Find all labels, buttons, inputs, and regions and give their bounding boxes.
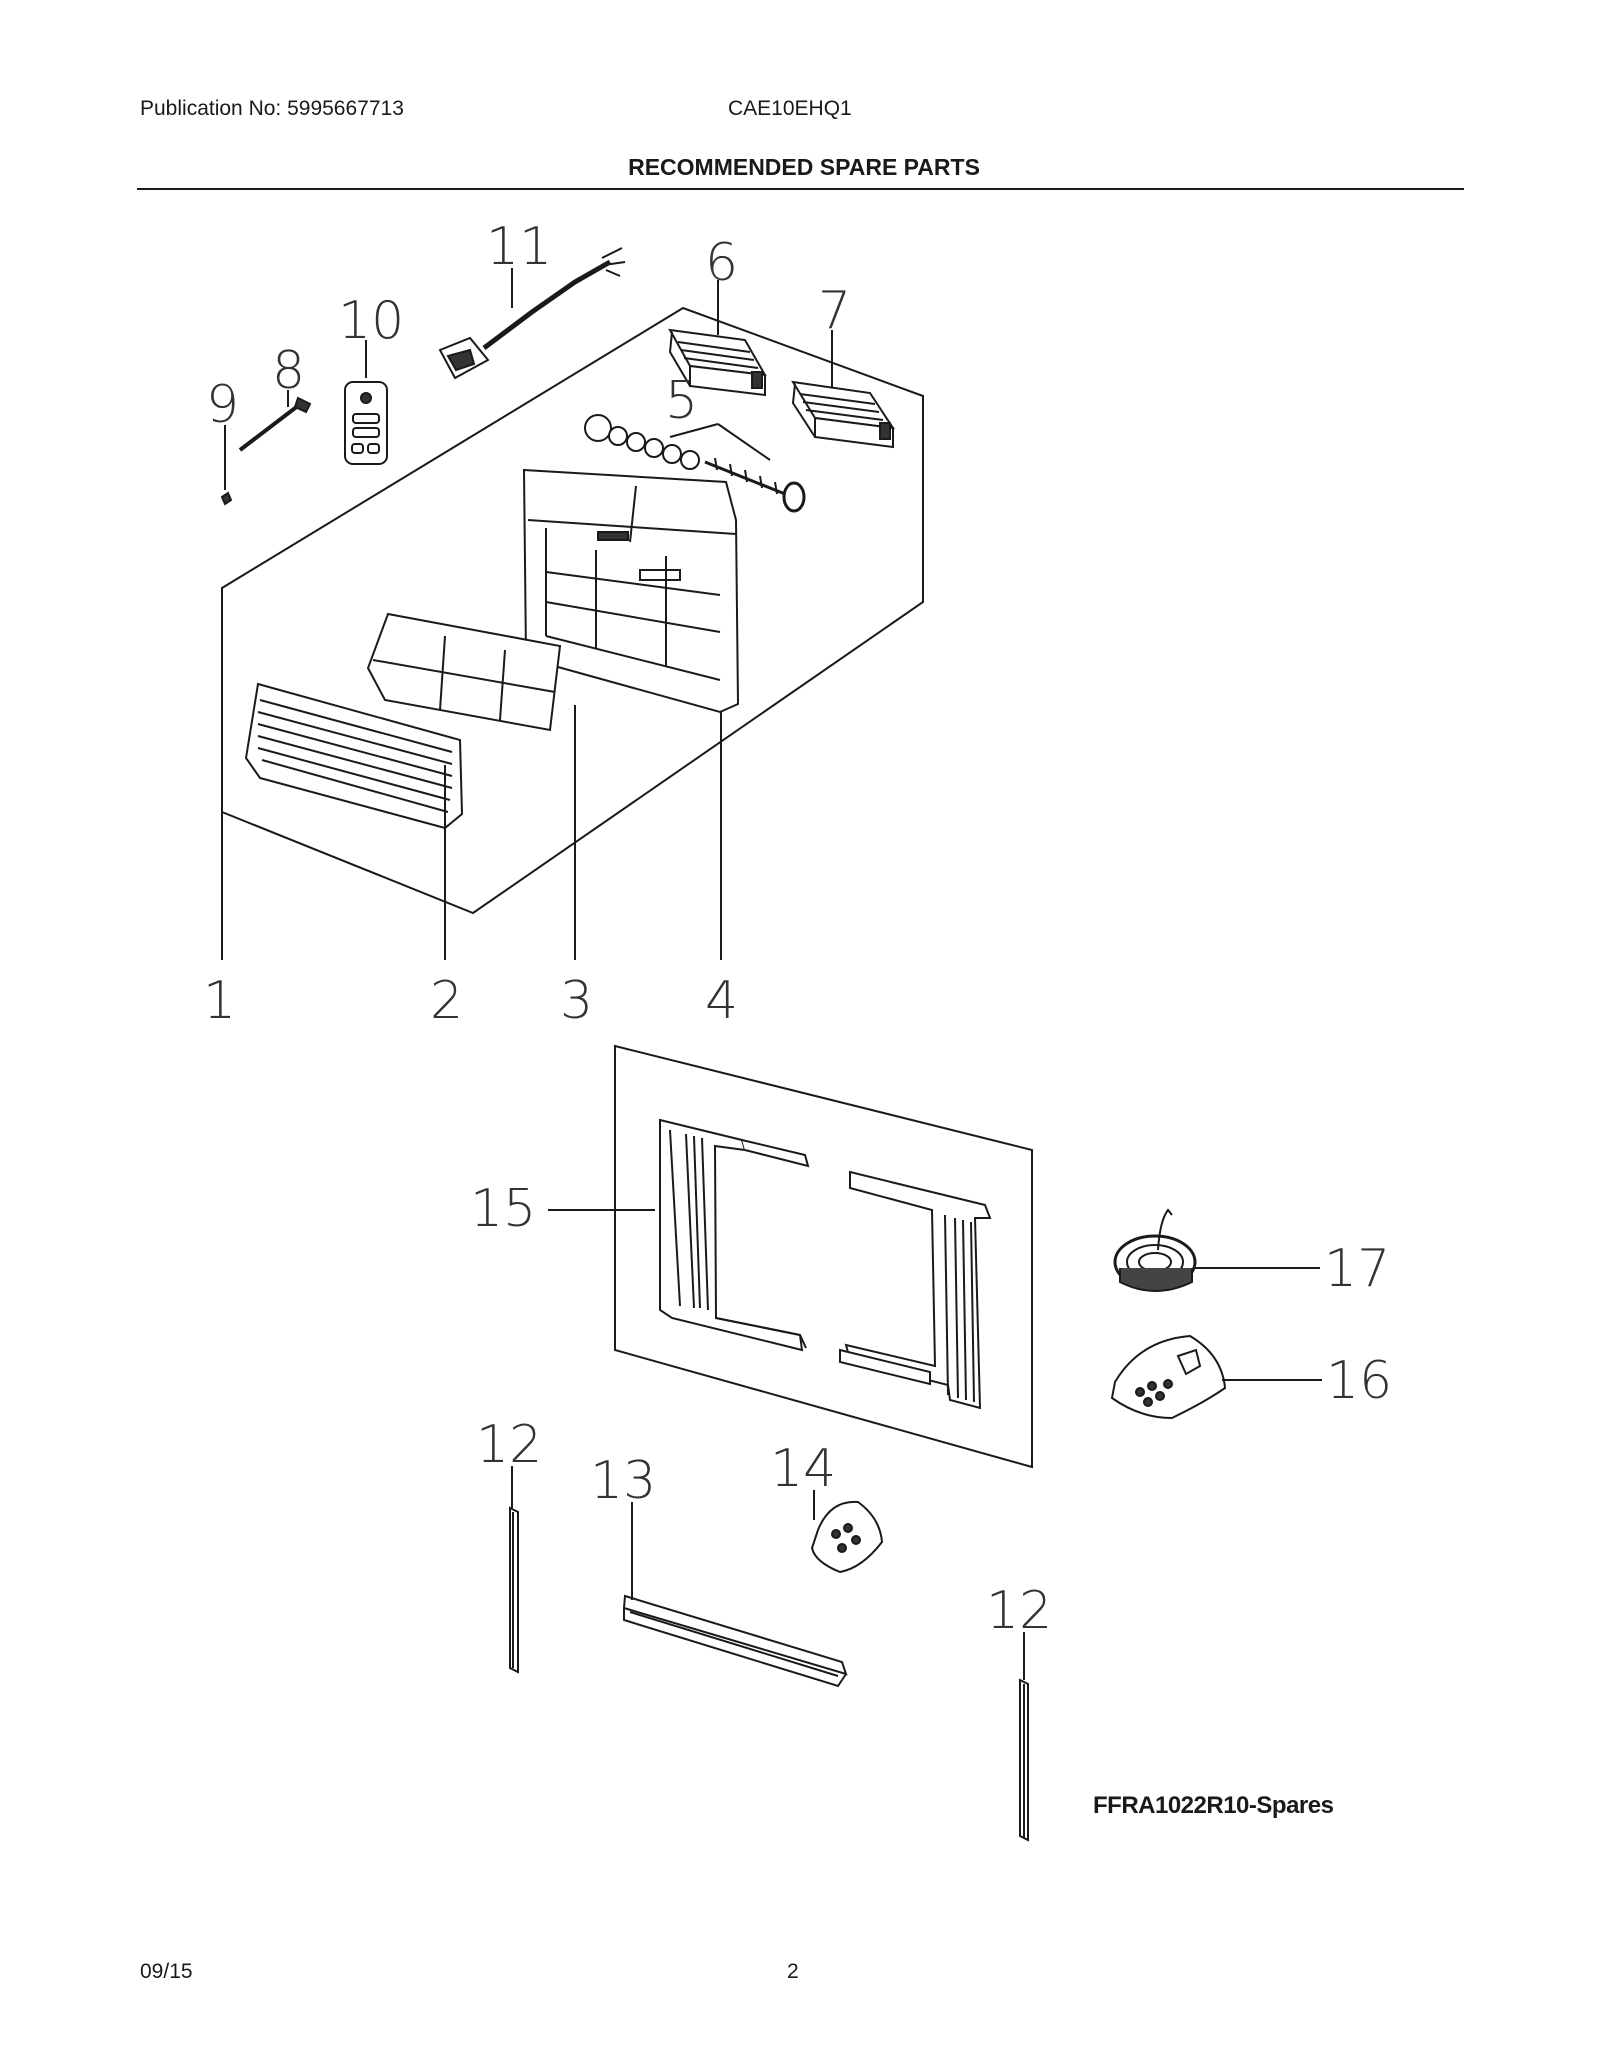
- model-number: CAE10EHQ1: [728, 97, 852, 120]
- louver-drawing-7: [791, 380, 896, 449]
- callout-14: 14: [770, 1439, 836, 1499]
- callout-7: 7: [818, 281, 851, 341]
- callout-16: 16: [1326, 1351, 1392, 1411]
- louver-link-drawing: [584, 414, 806, 513]
- callout-4: 4: [705, 971, 738, 1031]
- page-number: 2: [787, 1960, 799, 1983]
- side-curtain-left-drawing: [659, 1118, 810, 1352]
- callout-2: 2: [430, 971, 463, 1031]
- callout-8: 8: [272, 341, 305, 401]
- drawing-code: FFRA1022R10-Spares: [1093, 1792, 1334, 1819]
- louver-drawing-6: [668, 328, 767, 397]
- foam-seal-drawing: [1113, 1208, 1197, 1292]
- sash-seal-right-drawing: [1019, 1678, 1029, 1842]
- side-curtain-right-drawing: [839, 1170, 992, 1410]
- callout-9: 9: [206, 375, 239, 435]
- sill-support-drawing: [622, 1594, 848, 1688]
- window-kit-outline: [614, 1044, 1033, 1469]
- footer-date: 09/15: [140, 1960, 193, 1983]
- callout-5: 5: [665, 371, 698, 431]
- sash-seal-left-drawing: [509, 1506, 519, 1674]
- screw-drawing: [220, 396, 312, 506]
- hardware-bag-16-drawing: [1110, 1334, 1227, 1420]
- callout-1: 1: [203, 971, 236, 1031]
- callout-10: 10: [338, 291, 404, 351]
- page-title: RECOMMENDED SPARE PARTS: [628, 154, 980, 180]
- callout-13: 13: [590, 1451, 656, 1511]
- publication-number: Publication No: 5995667713: [140, 97, 404, 120]
- callout-12-right: 12: [986, 1581, 1052, 1641]
- callout-3: 3: [560, 971, 593, 1031]
- callout-6: 6: [705, 233, 738, 293]
- leader-5: [669, 423, 771, 461]
- callout-11: 11: [486, 217, 552, 277]
- air-filter-drawing: [366, 612, 562, 732]
- hardware-bag-14-drawing: [810, 1500, 884, 1574]
- callout-15: 15: [470, 1179, 536, 1239]
- remote-control-drawing: [344, 381, 388, 465]
- callout-17: 17: [1324, 1239, 1390, 1299]
- callout-12-left: 12: [476, 1415, 542, 1475]
- power-cord-drawing: [438, 247, 626, 380]
- header-rule: [137, 188, 1464, 190]
